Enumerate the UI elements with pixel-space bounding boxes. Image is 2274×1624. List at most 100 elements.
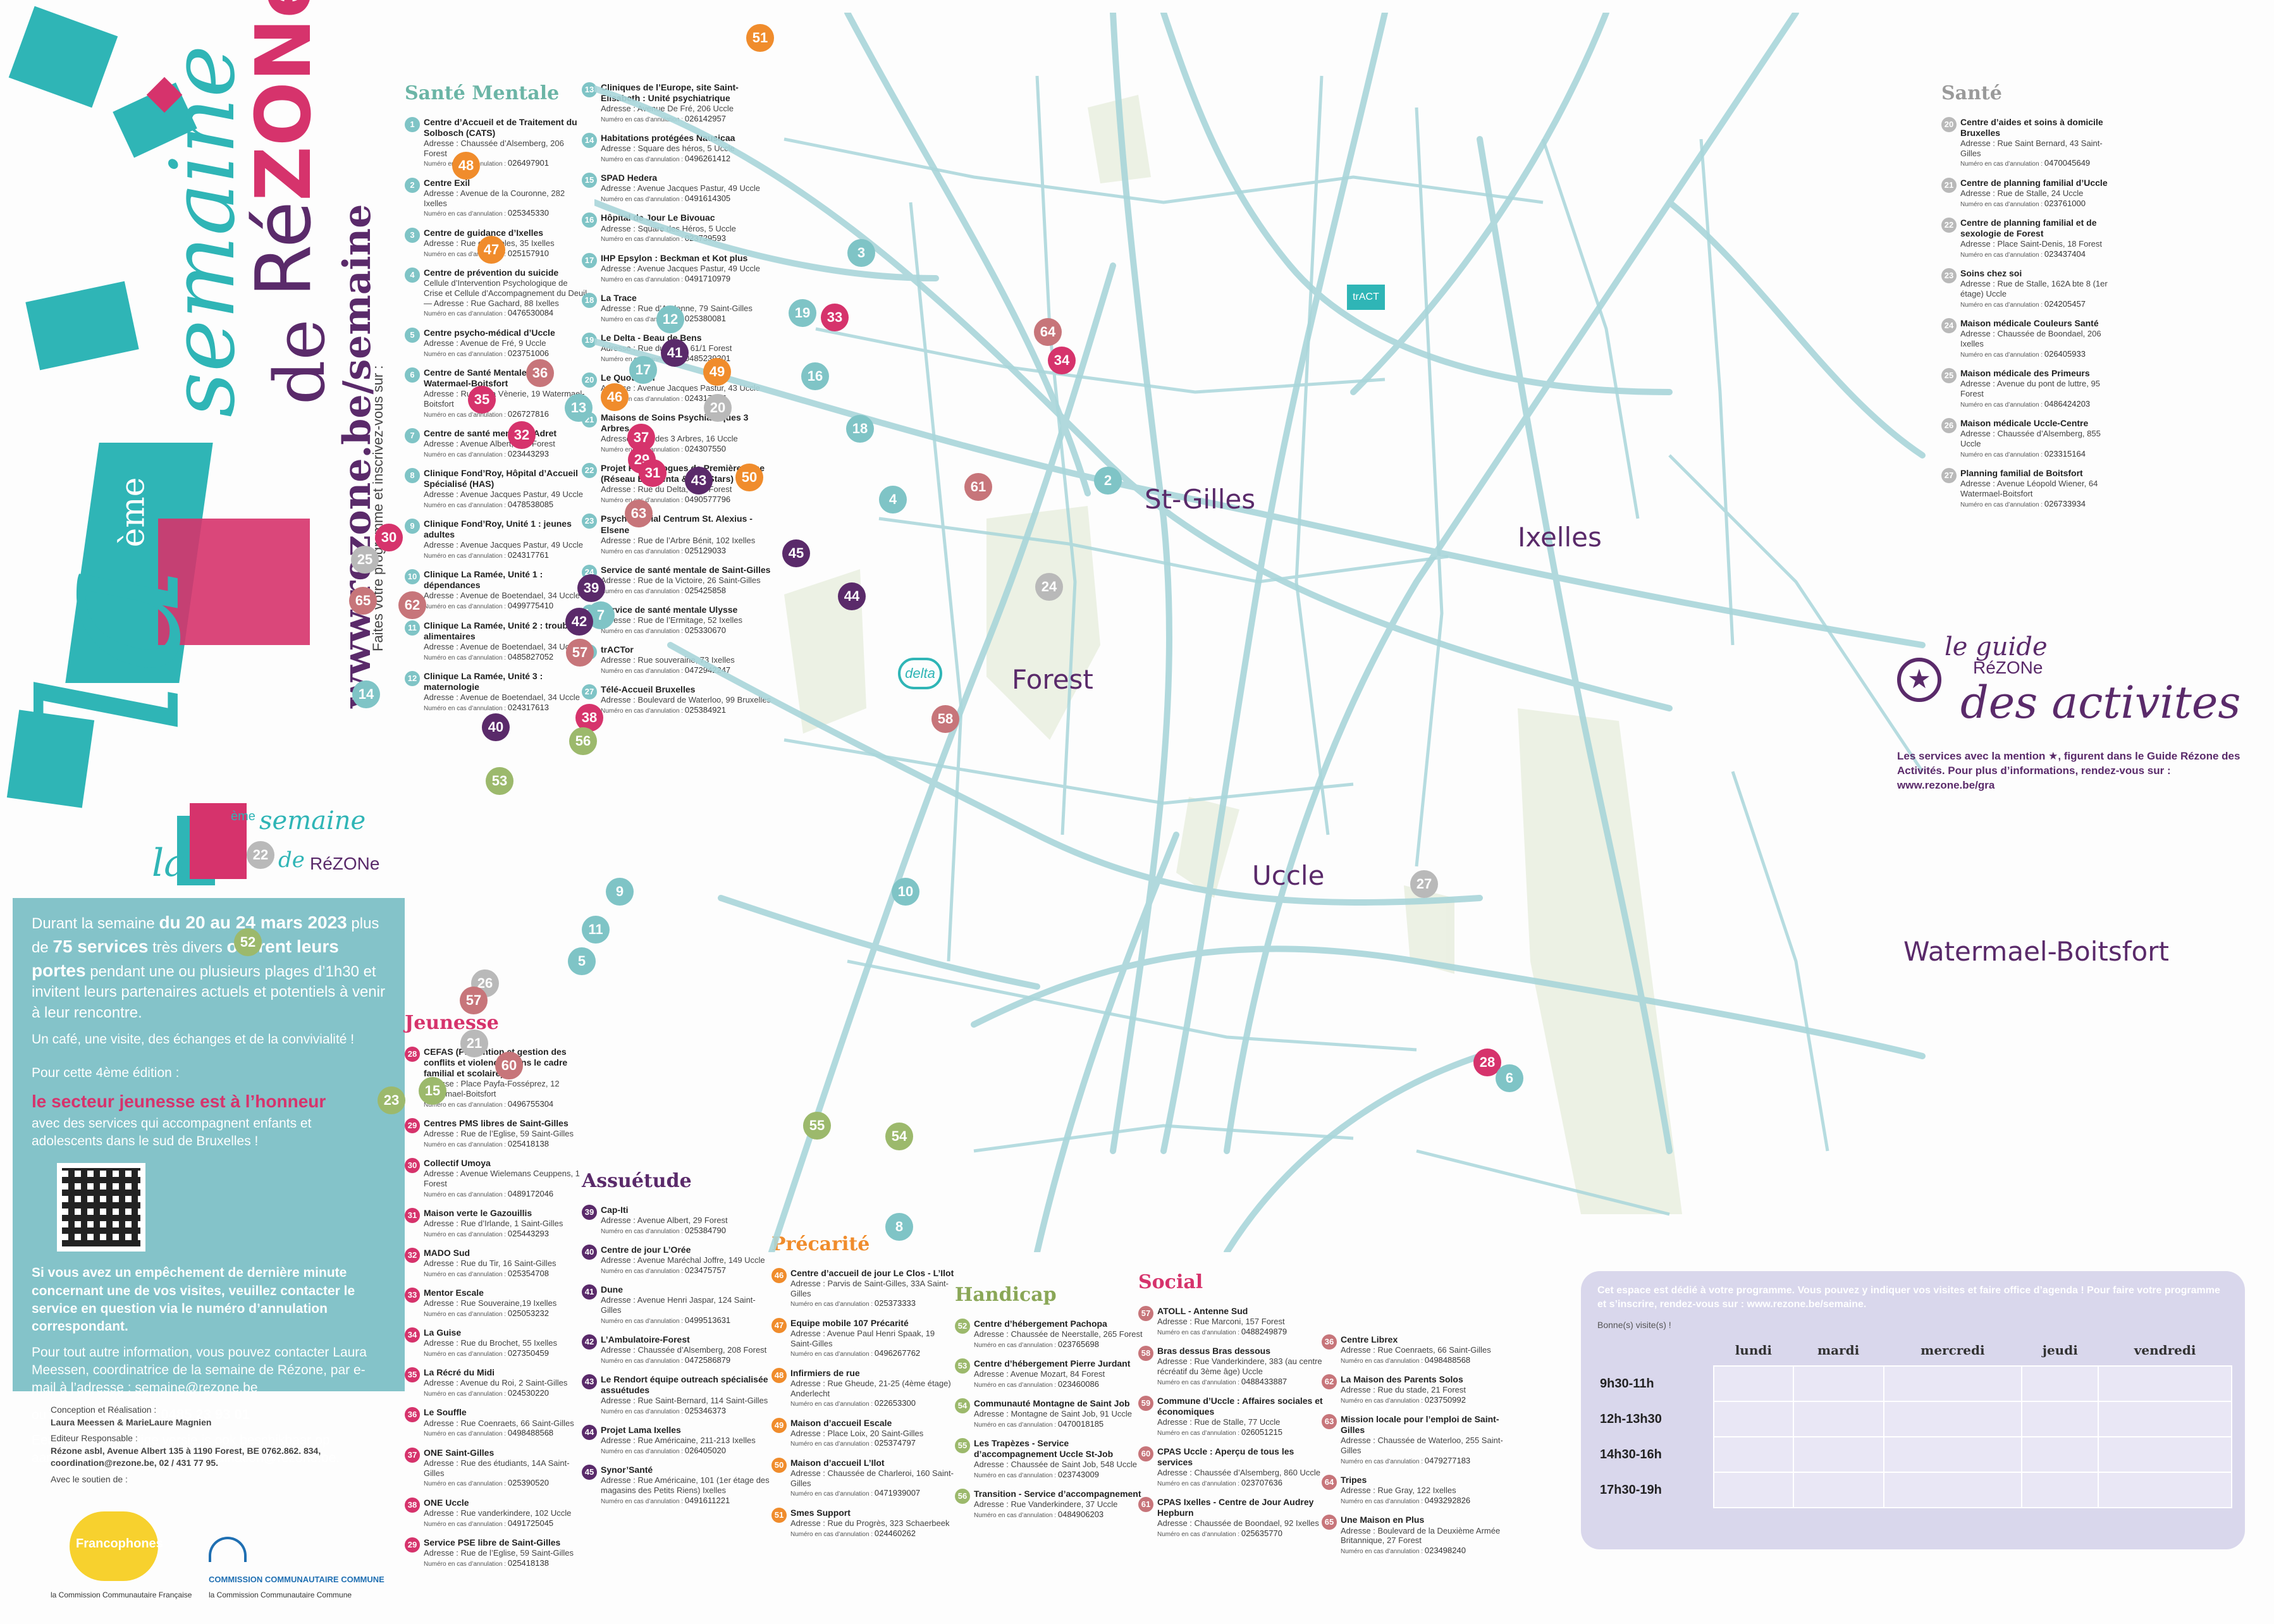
schedule-cell[interactable] xyxy=(2021,1472,2099,1508)
schedule-cell[interactable] xyxy=(1792,1401,1884,1437)
service-phone[interactable]: Numéro en cas d’annulation : 025384790 xyxy=(601,1225,726,1235)
service-phone[interactable]: Numéro en cas d’annulation : 026727816 xyxy=(424,409,549,419)
service-phone[interactable]: Numéro en cas d’annulation : 0470018185 xyxy=(974,1418,1104,1429)
map-pin[interactable]: 38 xyxy=(575,704,603,732)
map-pin[interactable]: 4 xyxy=(879,486,907,514)
service-phone[interactable]: Numéro en cas d’annulation : 0499775410 xyxy=(424,601,554,611)
service-phone[interactable]: Numéro en cas d’annulation : 0488249879 xyxy=(1157,1326,1288,1336)
map-pin[interactable]: 57 xyxy=(566,639,594,667)
service-phone[interactable]: Numéro en cas d’annulation : 025129033 xyxy=(601,545,726,555)
schedule-cell[interactable] xyxy=(2021,1401,2099,1437)
map-pin[interactable]: 10 xyxy=(892,878,919,906)
map-pin[interactable]: 44 xyxy=(838,582,866,610)
map-pin[interactable]: 65 xyxy=(349,587,377,615)
map-pin[interactable]: 56 xyxy=(569,727,597,755)
service-phone[interactable]: Numéro en cas d’annulation : 023750992 xyxy=(1341,1395,1466,1405)
map-pin[interactable]: 32 xyxy=(508,421,536,449)
map-pin[interactable]: 18 xyxy=(846,415,874,443)
map-pin[interactable]: 16 xyxy=(801,362,829,390)
map-pin[interactable]: 19 xyxy=(789,299,816,327)
map-pin[interactable]: 9 xyxy=(606,878,634,906)
map-pin[interactable]: 15 xyxy=(419,1077,446,1105)
service-phone[interactable]: Numéro en cas d’annulation : 025374797 xyxy=(790,1438,916,1448)
service-phone[interactable]: Numéro en cas d’annulation : 0485827052 xyxy=(424,651,554,661)
schedule-cell[interactable] xyxy=(1883,1365,2023,1402)
service-phone[interactable]: Numéro en cas d’annulation : 025425858 xyxy=(601,585,726,595)
service-phone[interactable]: Numéro en cas d’annulation : 0496261412 xyxy=(601,154,731,164)
map-pin[interactable]: 24 xyxy=(1035,573,1063,601)
service-phone[interactable]: Numéro en cas d’annulation : 025346373 xyxy=(601,1405,726,1415)
map-pin[interactable]: 61 xyxy=(964,473,992,501)
map-pin[interactable]: 49 xyxy=(703,358,731,386)
map-pin[interactable]: 5 xyxy=(568,947,596,975)
schedule-cell[interactable] xyxy=(1792,1436,1884,1473)
map-pin[interactable]: 63 xyxy=(625,500,653,527)
map-pin[interactable]: 20 xyxy=(704,394,732,422)
service-phone[interactable]: Numéro en cas d’annulation : 026405020 xyxy=(601,1446,726,1456)
schedule-cell[interactable] xyxy=(2021,1365,2099,1402)
service-phone[interactable]: Numéro en cas d’annulation : 023765698 xyxy=(974,1339,1099,1349)
service-phone[interactable]: Numéro en cas d’annulation : 026142957 xyxy=(601,114,726,124)
schedule-cell[interactable] xyxy=(1713,1472,1794,1508)
service-phone[interactable]: Numéro en cas d’annulation : 027350459 xyxy=(424,1348,549,1358)
map-pin[interactable]: 52 xyxy=(234,928,262,956)
service-phone[interactable]: Numéro en cas d’annulation : 026733934 xyxy=(1960,498,2086,508)
phone-number[interactable]: 0485 23 93 01 xyxy=(161,1406,250,1422)
service-phone[interactable]: Numéro en cas d’annulation : 0499513631 xyxy=(601,1315,731,1325)
schedule-cell[interactable] xyxy=(2098,1472,2232,1508)
service-phone[interactable]: Numéro en cas d’annulation : 025157910 xyxy=(424,248,549,258)
service-phone[interactable]: Numéro en cas d’annulation : 023443293 xyxy=(424,448,549,458)
map-pin[interactable]: 60 xyxy=(495,1052,523,1080)
service-phone[interactable]: Numéro en cas d’annulation : 025443293 xyxy=(424,1228,549,1238)
map-pin[interactable]: 40 xyxy=(482,713,510,741)
service-phone[interactable]: Numéro en cas d’annulation : 025418138 xyxy=(424,1138,549,1148)
map-pin[interactable]: 42 xyxy=(565,608,593,636)
map-pin[interactable]: 51 xyxy=(746,24,774,52)
map-pin[interactable]: 36 xyxy=(526,359,554,387)
map-pin[interactable]: 62 xyxy=(398,591,426,619)
service-phone[interactable]: Numéro en cas d’annulation : 024460262 xyxy=(790,1528,916,1538)
map-pin[interactable]: 17 xyxy=(629,356,657,384)
map-pin[interactable]: 23 xyxy=(378,1086,405,1114)
schedule-cell[interactable] xyxy=(1883,1472,2023,1508)
service-phone[interactable]: Numéro en cas d’annulation : 025373333 xyxy=(790,1298,916,1308)
service-phone[interactable]: Numéro en cas d’annulation : 024317613 xyxy=(424,702,549,712)
brussels-map[interactable]: St-Gilles Ixelles Forest Uccle Watermael… xyxy=(234,13,2264,1277)
service-phone[interactable]: Numéro en cas d’annulation : 023761000 xyxy=(1960,198,2086,208)
service-phone[interactable]: Numéro en cas d’annulation : 0470045649 xyxy=(1960,158,2091,168)
service-phone[interactable]: Numéro en cas d’annulation : 0472586879 xyxy=(601,1355,731,1365)
qr-code[interactable] xyxy=(57,1163,145,1252)
service-phone[interactable]: Numéro en cas d’annulation : 023437404 xyxy=(1960,249,2086,259)
service-phone[interactable]: Numéro en cas d’annulation : 0491710979 xyxy=(601,273,731,283)
map-pin[interactable]: 48 xyxy=(452,152,480,180)
map-pin[interactable]: 64 xyxy=(1034,318,1062,346)
service-phone[interactable]: Numéro en cas d’annulation : 0491614305 xyxy=(601,194,731,204)
service-phone[interactable]: Numéro en cas d’annulation : 025053232 xyxy=(424,1308,549,1319)
service-phone[interactable]: Numéro en cas d’annulation : 025354708 xyxy=(424,1268,549,1278)
service-phone[interactable]: Numéro en cas d’annulation : 0489172046 xyxy=(424,1188,554,1198)
service-phone[interactable]: Numéro en cas d’annulation : 023751006 xyxy=(424,348,549,358)
map-pin[interactable]: 13 xyxy=(565,394,593,422)
service-phone[interactable]: Numéro en cas d’annulation : 0476530084 xyxy=(424,308,554,318)
schedule-cell[interactable] xyxy=(1713,1401,1794,1437)
service-phone[interactable]: Numéro en cas d’annulation : 025390520 xyxy=(424,1478,549,1488)
schedule-cell[interactable] xyxy=(2098,1365,2232,1402)
map-pin[interactable]: 43 xyxy=(685,467,713,495)
service-phone[interactable]: Numéro en cas d’annulation : 025380081 xyxy=(601,313,726,323)
map-pin[interactable]: 39 xyxy=(577,574,605,602)
map-pin[interactable]: 27 xyxy=(1410,870,1438,898)
service-phone[interactable]: Numéro en cas d’annulation : 0493292826 xyxy=(1341,1496,1471,1506)
service-phone[interactable]: Numéro en cas d’annulation : 0498488568 xyxy=(1341,1355,1471,1365)
schedule-cell[interactable] xyxy=(2098,1436,2232,1473)
map-pin[interactable]: 35 xyxy=(468,386,496,414)
service-phone[interactable]: Numéro en cas d’annulation : 024530220 xyxy=(424,1388,549,1398)
service-phone[interactable]: Numéro en cas d’annulation : 0486424203 xyxy=(1960,398,2091,409)
service-phone[interactable]: Numéro en cas d’annulation : 0471939007 xyxy=(790,1488,921,1498)
map-pin[interactable]: 33 xyxy=(821,304,849,331)
service-phone[interactable]: Numéro en cas d’annulation : 0496755304 xyxy=(424,1098,554,1109)
map-pin[interactable]: 12 xyxy=(656,305,684,333)
service-phone[interactable]: Numéro en cas d’annulation : 024317761 xyxy=(424,550,549,560)
map-pin[interactable]: 50 xyxy=(735,464,763,491)
service-phone[interactable]: Numéro en cas d’annulation : 023460086 xyxy=(974,1379,1099,1389)
map-pin[interactable]: 46 xyxy=(601,383,629,411)
